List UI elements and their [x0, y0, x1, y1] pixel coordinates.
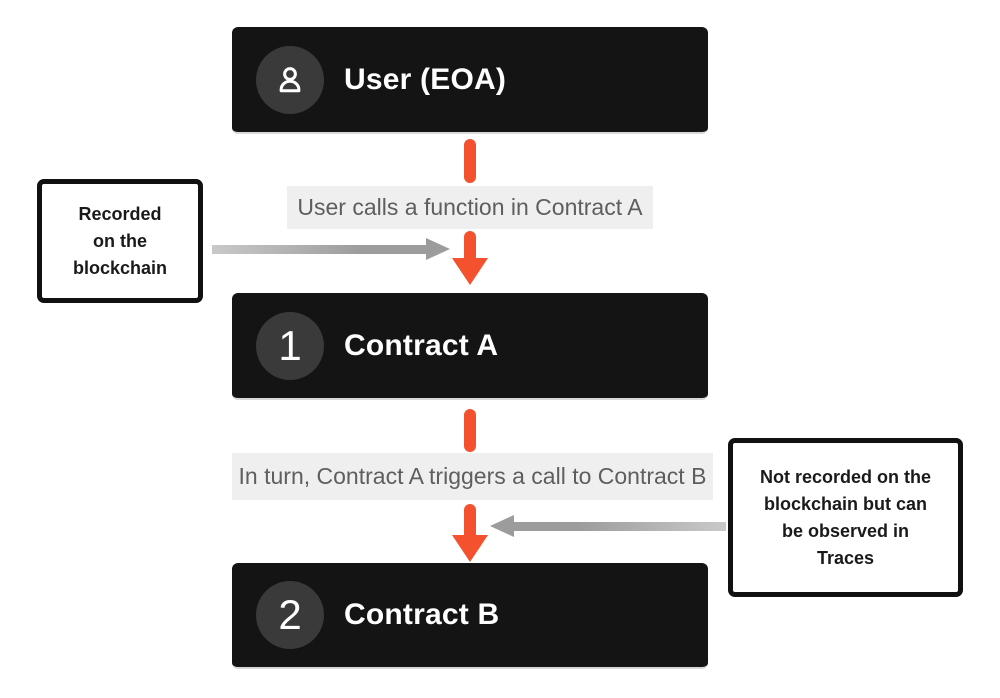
user-icon [279, 66, 301, 92]
note-right-line: blockchain but can [763, 493, 928, 514]
arrow-a-to-b-arrowhead [452, 535, 488, 562]
arrow-user-to-a-shaft-top [464, 139, 476, 183]
pointer-arrow-right-note-shaft [512, 522, 726, 531]
note-left-line: on the [93, 230, 147, 251]
node-user-eoa: User (EOA) [232, 27, 708, 134]
step-badge-2: 2 [256, 581, 324, 649]
node-user-label: User (EOA) [344, 62, 507, 96]
note-right-line: Traces [816, 547, 875, 568]
note-right-line: Not recorded on the [759, 466, 931, 487]
note-recorded-on-blockchain: Recorded on the blockchain [37, 179, 203, 303]
pointer-arrow-left-note-arrowhead [426, 238, 450, 260]
step-badge-1: 1 [256, 311, 324, 380]
node-contract-b-label: Contract B [344, 598, 500, 631]
arrow-a-to-b-shaft-bottom [464, 504, 476, 540]
edge-label-user-calls: User calls a function in Contract A [287, 186, 653, 229]
note-not-recorded-traces: Not recorded on the blockchain but can b… [728, 438, 963, 597]
arrow-a-to-b-shaft-top [464, 409, 476, 452]
note-left-line: Recorded [78, 203, 162, 224]
note-left-line: blockchain [72, 257, 168, 278]
avatar [256, 45, 324, 114]
node-contract-a-label: Contract A [344, 328, 499, 362]
arrow-user-to-a-shaft-bottom [464, 231, 476, 263]
pointer-arrow-right-note-arrowhead [490, 515, 514, 537]
node-contract-a: 1 Contract A [232, 293, 708, 400]
note-right-line: be observed in [781, 520, 910, 541]
edge-label-contract-a-triggers: In turn, Contract A triggers a call to C… [232, 453, 713, 500]
node-contract-b: 2 Contract B [232, 563, 708, 669]
arrow-user-to-a-arrowhead [452, 258, 488, 285]
pointer-arrow-left-note-shaft [212, 245, 428, 254]
